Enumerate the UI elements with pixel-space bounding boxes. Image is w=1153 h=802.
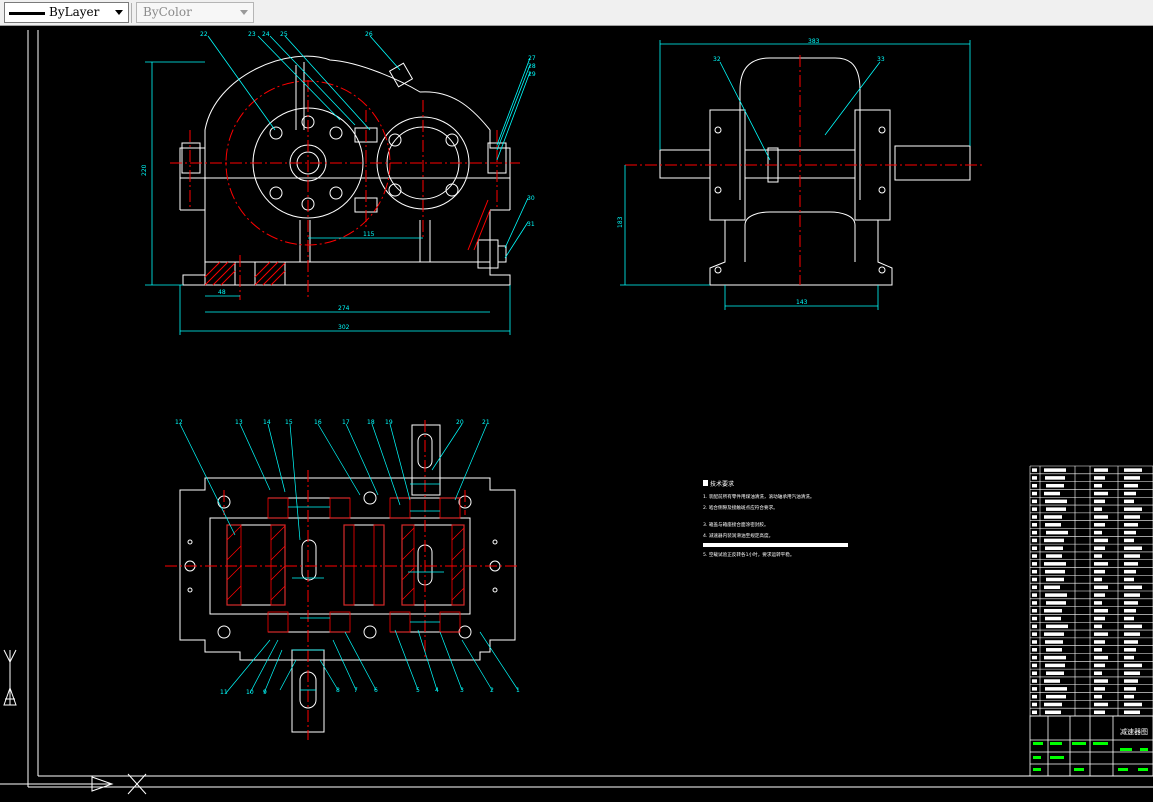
part-28: 28 <box>528 63 536 70</box>
part-15: 15 <box>285 419 293 426</box>
part-19: 19 <box>385 419 393 426</box>
title-block-name: 减速器图 <box>1120 727 1148 736</box>
layer-linetype-dropdown[interactable]: ByLayer <box>4 2 129 23</box>
part-25: 25 <box>280 31 288 38</box>
tech-req-line-3: 3. 箱盖与箱座接合面涂密封胶。 <box>703 521 769 528</box>
dim-274: 274 <box>338 305 350 312</box>
title-block: 减速器图 <box>1029 715 1153 777</box>
part-11: 11 <box>220 689 228 696</box>
part-4: 4 <box>435 687 439 694</box>
tech-req-line-1: 1. 装配前所有零件用煤油清洗，滚动轴承用汽油清洗。 <box>703 493 815 500</box>
part-2: 2 <box>490 687 494 694</box>
part-14: 14 <box>263 419 271 426</box>
part-1: 1 <box>516 687 520 694</box>
part-23: 23 <box>248 31 256 38</box>
plan-view: 12 13 14 15 16 17 18 19 20 21 11 10 9 8 … <box>165 419 520 740</box>
part-20: 20 <box>456 419 464 426</box>
drawing-frame <box>27 30 1153 788</box>
toolbar-separator <box>131 3 132 23</box>
dim-115: 115 <box>363 231 375 238</box>
part-8: 8 <box>336 687 340 694</box>
part-31: 31 <box>527 221 535 228</box>
chevron-down-icon[interactable] <box>236 4 252 21</box>
part-7: 7 <box>354 687 358 694</box>
part-17: 17 <box>342 419 350 426</box>
technical-requirements: 技术要求 1. 装配前所有零件用煤油清洗，滚动轴承用汽油清洗。 2. 啮合侧隙及… <box>703 480 848 558</box>
part-32: 32 <box>713 56 721 63</box>
part-24: 24 <box>262 31 270 38</box>
tech-req-line-2: 2. 啮合侧隙及接触斑点应符合要求。 <box>703 504 778 511</box>
part-13: 13 <box>235 419 243 426</box>
dim-height-left: 220 <box>141 164 148 176</box>
lineweight-swatch <box>9 12 45 15</box>
dim-side-width: 383 <box>808 38 820 45</box>
part-3: 3 <box>460 687 464 694</box>
color-dropdown-value: ByColor <box>143 5 192 19</box>
tech-req-title: 技术要求 <box>710 480 734 488</box>
tech-req-line-5: 5. 空载试验正反转各1小时，要求运转平稳。 <box>703 551 794 558</box>
part-30: 30 <box>527 195 535 202</box>
part-6: 6 <box>374 687 378 694</box>
front-view: 220 274 302 48 115 22 23 24 25 26 27 28 … <box>141 31 536 335</box>
dim-48: 48 <box>218 289 226 296</box>
plot-style-dropdown[interactable]: ByColor <box>136 2 254 23</box>
part-33: 33 <box>877 56 885 63</box>
part-9: 9 <box>263 689 267 696</box>
part-22: 22 <box>200 31 208 38</box>
part-18: 18 <box>367 419 375 426</box>
dim-side-base: 143 <box>796 299 808 306</box>
tech-req-line-4: 4. 减速器内装润滑油至规定高度。 <box>703 532 773 539</box>
parts-list <box>1029 465 1153 717</box>
drawing-svg[interactable]: 220 274 302 48 115 22 23 24 25 26 27 28 … <box>0 26 1153 798</box>
side-view: 383 183 143 32 33 <box>617 38 985 310</box>
part-29: 29 <box>528 71 536 78</box>
part-16: 16 <box>314 419 322 426</box>
part-5: 5 <box>416 687 420 694</box>
part-10: 10 <box>246 689 254 696</box>
dim-side-height: 183 <box>617 216 624 228</box>
chevron-down-icon[interactable] <box>111 4 127 21</box>
part-27: 27 <box>528 55 536 62</box>
dim-302: 302 <box>338 324 350 331</box>
part-21: 21 <box>482 419 490 426</box>
drawing-canvas[interactable]: 220 274 302 48 115 22 23 24 25 26 27 28 … <box>0 26 1153 798</box>
layer-dropdown-value: ByLayer <box>49 5 100 19</box>
part-12: 12 <box>175 419 183 426</box>
part-26: 26 <box>365 31 373 38</box>
properties-toolbar: ByLayer ByColor <box>0 0 1153 26</box>
ucs-icon <box>0 649 147 795</box>
